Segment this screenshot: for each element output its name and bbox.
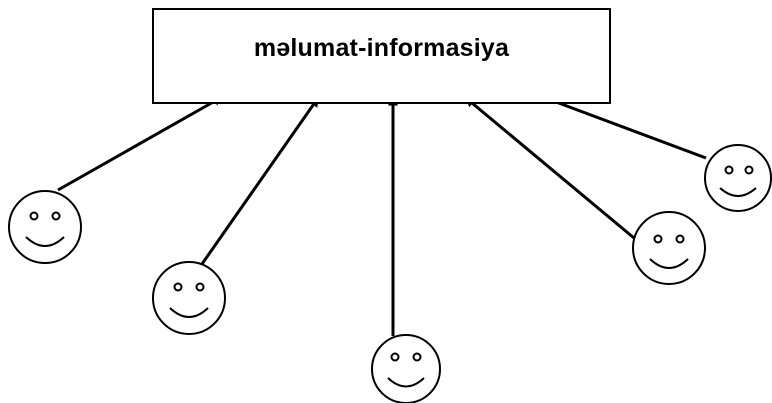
person-4 (632, 211, 706, 285)
info-box: məlumat-informasiya (152, 8, 611, 104)
arrow-person-2 (200, 96, 320, 265)
person-1 (8, 190, 82, 264)
smiley-face-icon (371, 334, 441, 403)
arrow-person-5 (538, 94, 707, 160)
smiley-face-icon (8, 190, 82, 264)
arrow-person-1 (57, 95, 224, 192)
person-3 (371, 334, 441, 403)
arrow-person-4 (464, 96, 635, 240)
smiley-face-icon (632, 211, 706, 285)
arrows (57, 94, 707, 336)
smiley-face-icon (152, 261, 226, 335)
person-2 (152, 261, 226, 335)
smiley-face-icon (704, 144, 772, 212)
person-5 (704, 144, 772, 212)
info-box-label: məlumat-informasiya (253, 34, 510, 62)
